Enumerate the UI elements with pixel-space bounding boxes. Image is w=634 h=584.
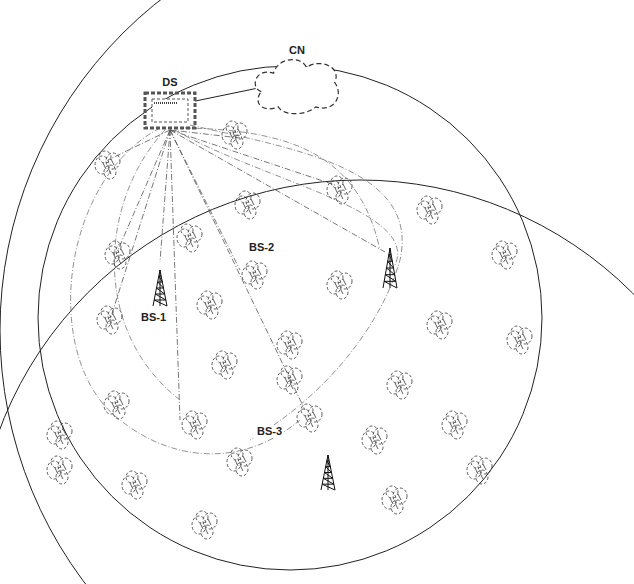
tree-cluster xyxy=(177,224,202,252)
tree-cluster xyxy=(442,411,467,439)
tree-cluster xyxy=(277,331,302,359)
tree-cluster xyxy=(47,456,72,484)
tree-cluster xyxy=(297,404,322,432)
network-cloud: CN xyxy=(250,40,344,116)
coverage-circle xyxy=(38,66,542,570)
tree-cluster xyxy=(417,196,442,224)
tree-cluster xyxy=(212,351,237,379)
base-station-tower xyxy=(383,248,397,288)
tree-cluster xyxy=(222,121,247,149)
tree-cluster xyxy=(362,426,387,454)
tree-cluster xyxy=(387,371,412,399)
tree-cluster xyxy=(104,391,129,419)
tree-cluster xyxy=(382,486,407,514)
tree-cluster xyxy=(47,421,72,449)
station-label: BS-2 xyxy=(247,241,276,254)
server-building: DS xyxy=(143,72,197,134)
radio-link xyxy=(71,128,300,454)
base-station-tower xyxy=(153,270,167,306)
tree-cluster xyxy=(427,311,452,339)
building-outline xyxy=(143,87,197,134)
radio-link xyxy=(170,130,305,410)
tree-cluster xyxy=(197,291,222,319)
node-label: DS xyxy=(160,76,179,89)
tree-cluster xyxy=(95,151,120,179)
tree-cluster xyxy=(192,511,217,539)
radio-link xyxy=(170,130,335,185)
radio-link xyxy=(114,130,180,400)
coverage-circle xyxy=(0,180,634,584)
tree-cluster xyxy=(105,241,130,269)
radio-link xyxy=(160,130,170,262)
radio-link xyxy=(170,130,180,420)
tree-cluster xyxy=(327,271,352,299)
tree-cluster xyxy=(235,191,260,219)
radio-link xyxy=(175,130,398,265)
node-label: CN xyxy=(287,44,307,57)
tree-cluster xyxy=(242,261,267,289)
network-link xyxy=(195,89,256,102)
radio-link xyxy=(170,130,240,138)
tree-cluster xyxy=(122,471,147,499)
cloud-outline xyxy=(250,55,344,116)
station-label: BS-1 xyxy=(139,311,168,324)
tree-cluster xyxy=(327,176,352,204)
tree-cluster xyxy=(467,456,492,484)
radio-link xyxy=(170,130,385,252)
radio-link xyxy=(110,130,170,320)
tree-cluster xyxy=(97,306,122,334)
tree-cluster xyxy=(182,411,207,439)
tree-cluster xyxy=(492,241,517,269)
base-station-tower xyxy=(321,455,335,490)
tree-cluster xyxy=(277,366,302,394)
radio-link xyxy=(108,130,170,160)
station-label: BS-3 xyxy=(255,425,284,438)
tree-cluster xyxy=(507,326,532,354)
radio-link xyxy=(185,128,380,250)
tree-cluster xyxy=(227,448,252,476)
radio-link xyxy=(190,125,402,440)
